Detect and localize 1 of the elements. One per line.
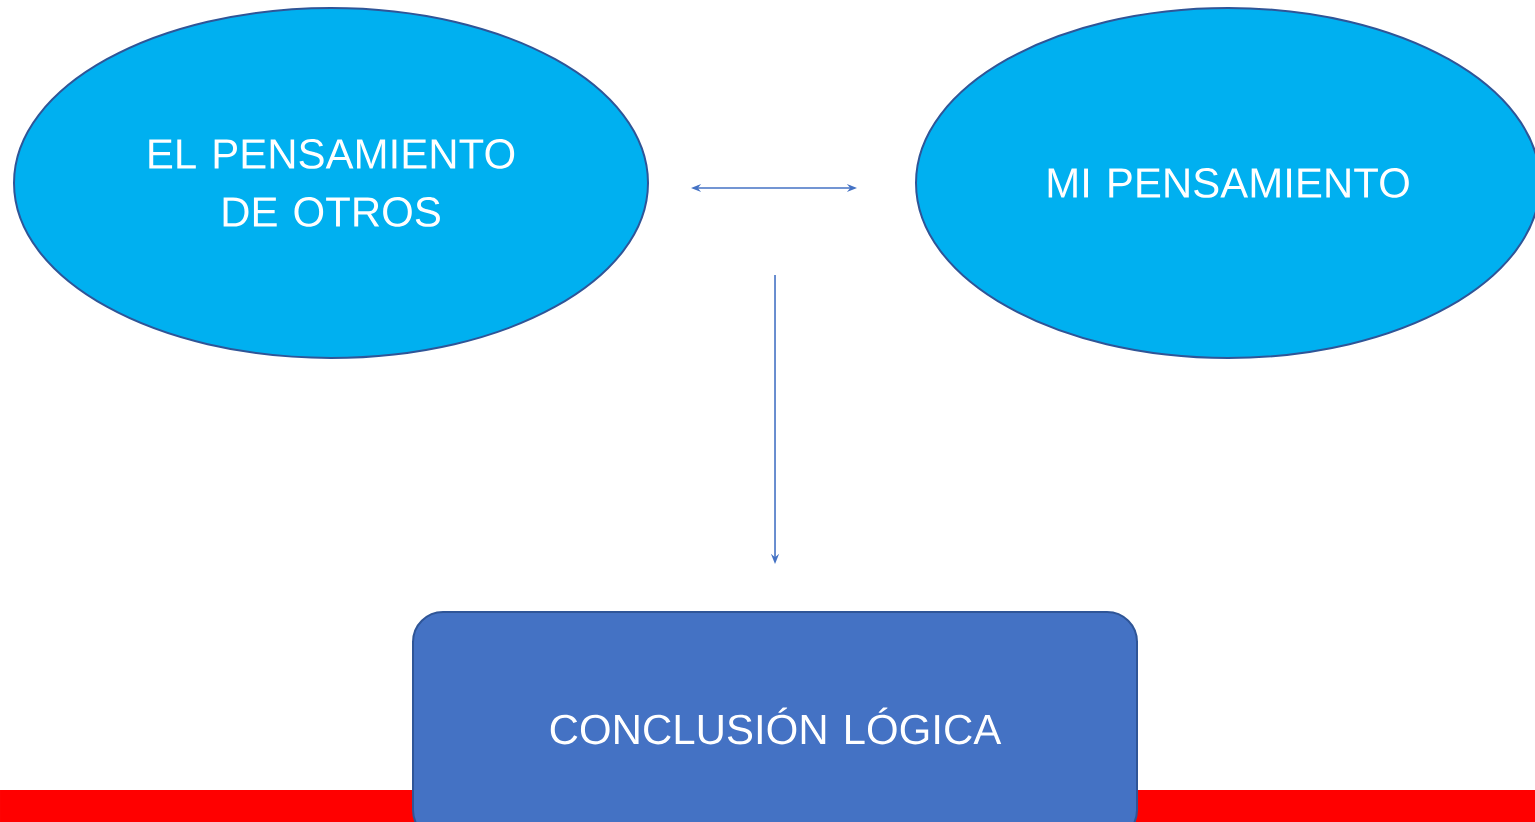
conclusion-box: CONCLUSIÓN LÓGICA xyxy=(412,611,1138,822)
